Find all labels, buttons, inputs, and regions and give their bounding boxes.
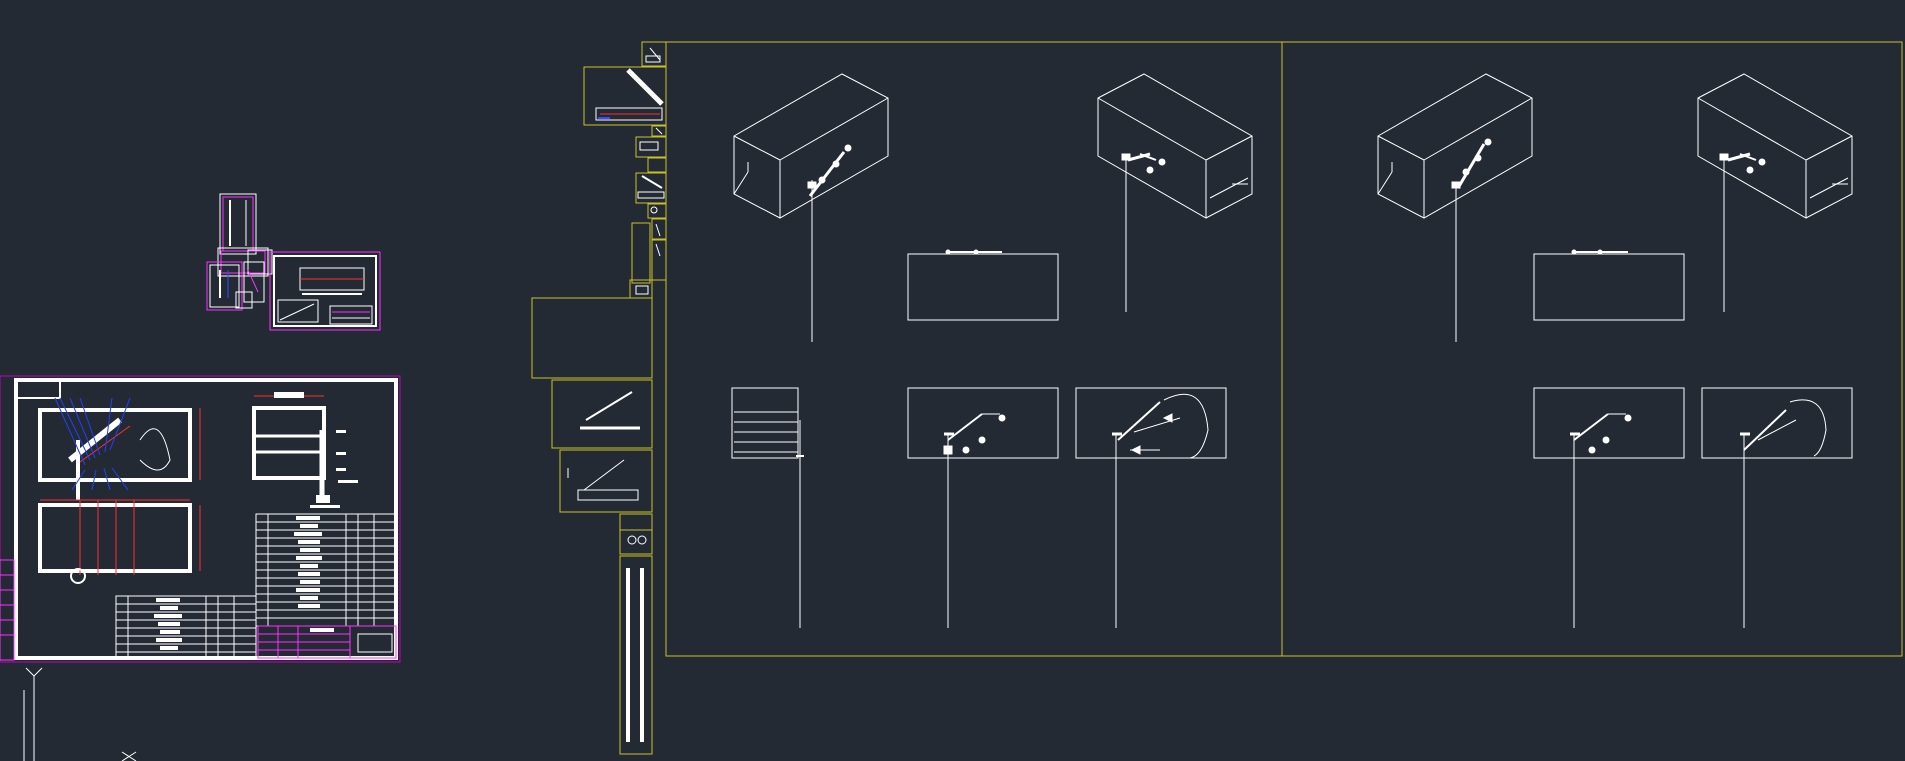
assembly-drawing-sheet[interactable] [0, 375, 401, 663]
elevation-rect-f [1701, 387, 1853, 628]
elevation-rect-b [907, 387, 1059, 628]
elevation-rect-e [1533, 387, 1685, 628]
elevation-rect-c [1075, 387, 1227, 628]
plan-view-duct [38, 503, 192, 573]
thumb-sheet-1 [219, 193, 257, 255]
iso-duct-c [1377, 73, 1533, 342]
ucs-axis-icon [25, 667, 137, 761]
stacked-plates-view [731, 387, 804, 628]
detail-frames-linework [567, 47, 665, 742]
sheet-outer-border [0, 375, 401, 663]
panel-1-drawings[interactable] [731, 73, 1253, 628]
main-layout-frame[interactable] [665, 41, 1903, 657]
iso-duct-a [733, 73, 889, 342]
layout-outer-frame [665, 41, 1903, 657]
iso-duct-b [1097, 73, 1253, 312]
detail-frame-plate [559, 449, 653, 513]
detail-frame-bar [551, 379, 653, 449]
detail-frame-long-strip [619, 555, 653, 755]
elevation-rect-a [907, 253, 1059, 321]
thumbnail-drawing-cluster[interactable] [206, 193, 381, 331]
title-block [257, 625, 397, 659]
parts-list-table [255, 513, 397, 627]
detail-frame-blank [531, 297, 653, 379]
front-view-duct [38, 408, 192, 482]
elevation-rect-d [1533, 253, 1685, 321]
panel-2-drawings[interactable] [1377, 73, 1853, 628]
iso-duct-d [1697, 73, 1853, 312]
